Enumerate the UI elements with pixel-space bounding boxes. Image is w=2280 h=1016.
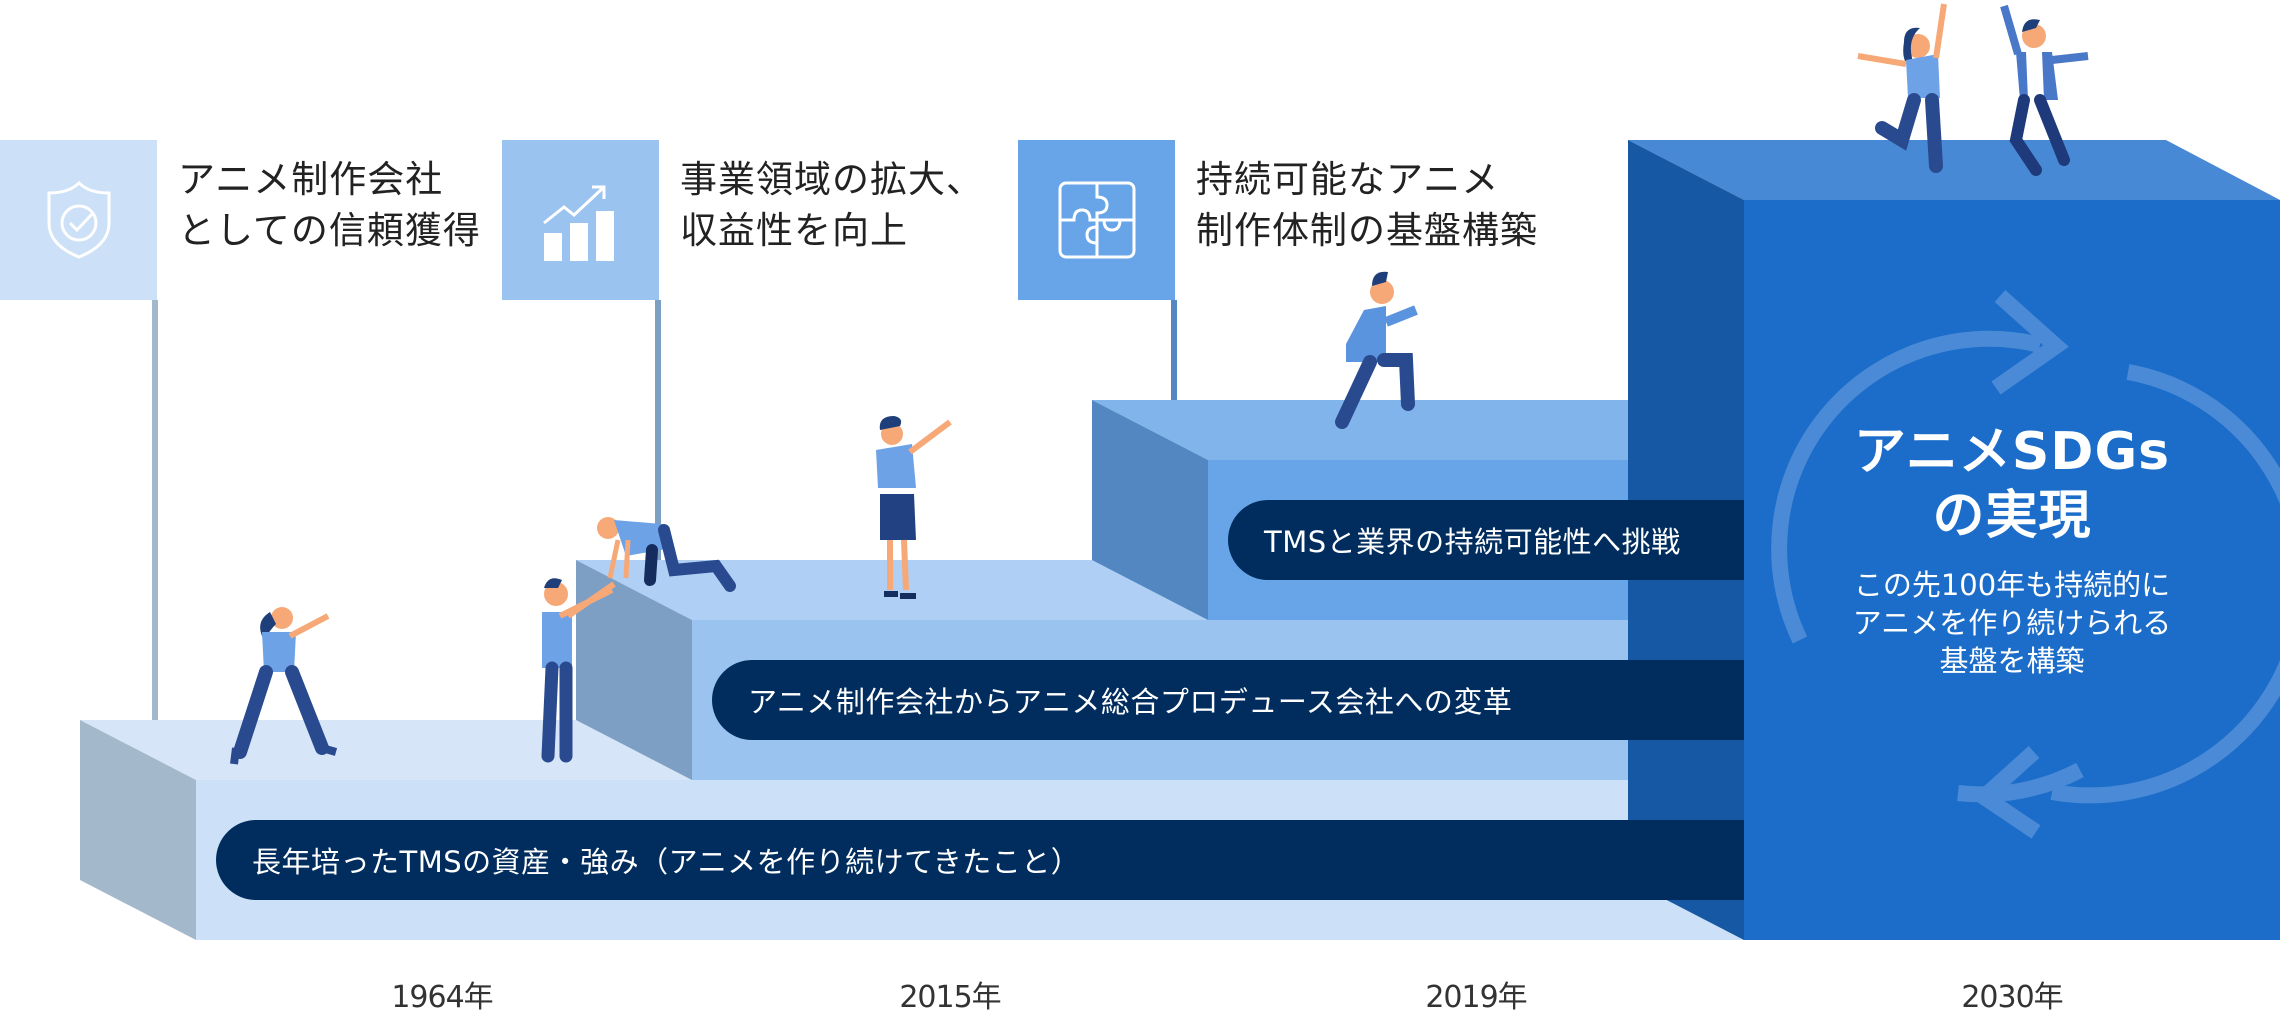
milestone-3-title-line2: 制作体制の基盤構築 xyxy=(1196,209,1538,252)
person-running-man xyxy=(1335,271,1418,429)
flag-pole-1 xyxy=(152,300,158,740)
growth-chart-icon xyxy=(542,185,614,261)
goal-title-line2: の実現 xyxy=(1932,486,2092,546)
milestone-1-title: アニメ制作会社 としての信頼獲得 xyxy=(178,154,481,256)
milestone-3-title-line1: 持続可能なアニメ xyxy=(1196,158,1500,201)
person-jumping-woman xyxy=(1857,3,1947,173)
goal-sub-line1: この先100年も持続的に xyxy=(1853,568,2171,602)
milestone-2-title-line2: 収益性を向上 xyxy=(680,209,908,252)
flag-pole-2 xyxy=(655,300,661,580)
year-label-2030: 2030年 xyxy=(1961,980,2063,1015)
flag-pole-3 xyxy=(1171,300,1177,420)
person-jumping-man xyxy=(2000,4,2089,176)
shield-check-icon xyxy=(47,180,110,259)
puzzle-icon xyxy=(1058,181,1135,259)
cycle-arrows-icon xyxy=(1771,290,2280,839)
milestone-1-icon-box xyxy=(0,140,157,300)
year-label-1964: 1964年 xyxy=(391,980,493,1015)
goal-title-line1: アニメSDGs xyxy=(1853,422,2171,482)
goal-sub-line2: アニメを作り続けられる xyxy=(1852,606,2172,640)
milestone-2-icon-box xyxy=(502,140,659,300)
year-label-2015: 2015年 xyxy=(899,980,1001,1015)
goal-sub-line3: 基盤を構築 xyxy=(1939,644,2085,678)
milestone-1-title-line1: アニメ制作会社 xyxy=(178,158,444,201)
person-climbing-man xyxy=(597,517,736,592)
person-pushing-man xyxy=(541,578,616,763)
person-pointing-woman xyxy=(876,416,952,599)
step-3-label: TMSと業界の持続可能性へ挑戦 xyxy=(1228,500,1744,580)
step-2-label: アニメ制作会社からアニメ総合プロデュース会社への変革 xyxy=(712,660,1744,740)
milestone-2-title: 事業領域の拡大、 収益性を向上 xyxy=(680,154,984,256)
milestone-1-title-line2: としての信頼獲得 xyxy=(178,209,481,252)
milestone-3-title: 持続可能なアニメ 制作体制の基盤構築 xyxy=(1196,154,1538,256)
goal-text: アニメSDGs の実現 この先100年も持続的に アニメを作り続けられる 基盤を… xyxy=(1744,420,2280,680)
year-label-2019: 2019年 xyxy=(1425,980,1527,1015)
milestone-2-title-line1: 事業領域の拡大、 xyxy=(680,158,984,201)
step-1-label: 長年培ったTMSの資産・強み（アニメを作り続けてきたこと） xyxy=(216,820,1744,900)
person-walking-woman xyxy=(230,607,338,765)
milestone-3-icon-box xyxy=(1018,140,1175,300)
